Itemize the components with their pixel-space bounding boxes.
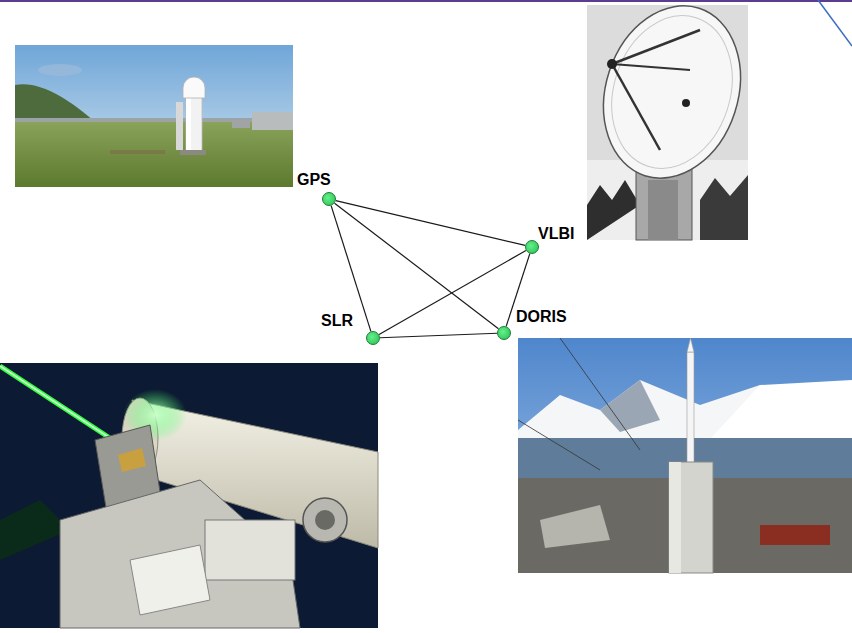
slr-photo — [0, 363, 378, 628]
gps-photo-part — [252, 112, 293, 130]
gps-photo-part — [15, 45, 293, 187]
gps-photo-part — [186, 96, 202, 154]
station-label: GPS — [297, 171, 331, 189]
link-line — [335, 203, 499, 328]
vlbi-photo-part — [607, 59, 617, 69]
station-dot: DORIS — [497, 326, 511, 340]
gps-photo-part — [38, 64, 82, 76]
slr-photo-part — [303, 498, 347, 542]
link-line — [379, 250, 526, 334]
vlbi-photo-part — [612, 30, 700, 64]
gps-photo-part — [176, 102, 183, 150]
station-label: SLR — [321, 312, 353, 330]
link-line — [380, 333, 497, 337]
gps-photo-part — [110, 150, 165, 154]
link-line — [336, 201, 525, 246]
gps-photo — [15, 45, 293, 187]
slr-photo-part — [315, 510, 335, 530]
vlbi-photo — [582, 0, 762, 240]
vlbi-photo-part — [587, 180, 640, 240]
vlbi-photo-part — [582, 0, 762, 196]
doris-photo-part — [518, 338, 852, 573]
doris-photo-part — [518, 420, 600, 470]
slr-photo-part — [0, 366, 122, 446]
vlbi-photo-part — [700, 175, 748, 240]
station-dot: SLR — [366, 331, 380, 345]
doris-photo-part — [669, 462, 713, 573]
gps-photo-part — [183, 77, 205, 98]
slr-photo-part — [60, 480, 300, 628]
vlbi-photo-part — [593, 0, 752, 184]
doris-photo — [518, 338, 852, 573]
gps-photo-part — [15, 122, 293, 187]
gps-photo-part — [232, 120, 250, 128]
link-line — [380, 333, 497, 337]
doris-photo-part — [760, 525, 830, 545]
station-label: VLBI — [538, 225, 574, 243]
vlbi-photo-part — [636, 168, 692, 240]
slr-photo-part — [0, 363, 378, 628]
slide-decoration-part — [818, 0, 852, 46]
slide-decoration-part — [0, 0, 852, 2]
slr-photo-part — [205, 520, 295, 580]
station-dot: GPS — [322, 192, 336, 206]
vlbi-photo-part — [612, 64, 660, 150]
gps-photo-part — [15, 84, 95, 122]
doris-photo-part — [540, 505, 610, 548]
station-dot: VLBI — [525, 240, 539, 254]
vlbi-photo-part — [682, 99, 690, 107]
gps-photo-part — [180, 150, 206, 155]
doris-photo-part — [669, 462, 681, 573]
slr-photo-part — [0, 366, 122, 446]
doris-photo-part — [687, 338, 694, 352]
doris-photo-part — [687, 352, 694, 464]
station-label: DORIS — [516, 308, 567, 326]
link-line — [335, 203, 499, 328]
gps-photo-part — [186, 96, 191, 154]
slr-photo-part — [118, 448, 146, 472]
slr-photo-part — [130, 545, 210, 615]
vlbi-photo-part — [612, 64, 690, 70]
vlbi-photo-part — [648, 180, 678, 240]
link-line — [336, 201, 525, 246]
doris-photo-part — [560, 338, 640, 450]
link-line — [379, 250, 526, 334]
